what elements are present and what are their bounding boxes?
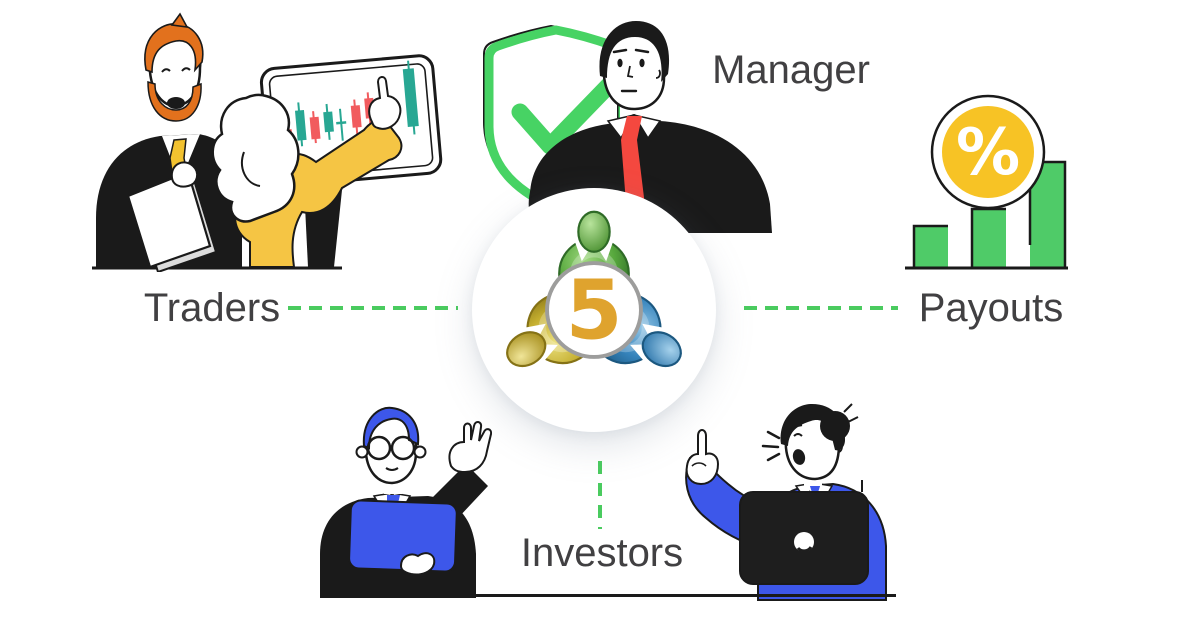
payouts-illustration: % bbox=[905, 94, 1068, 270]
investors-label: Investors bbox=[520, 531, 684, 575]
mt5-number: 5 bbox=[566, 264, 623, 359]
investor-left-figure bbox=[320, 406, 493, 598]
connector-traders-line bbox=[288, 306, 458, 310]
percent-symbol: % bbox=[956, 116, 1020, 190]
laptop-icon-black bbox=[739, 480, 869, 585]
mt5-logo-icon: 5 bbox=[506, 210, 682, 369]
traders-illustration bbox=[92, 12, 443, 272]
percent-coin-icon: % bbox=[930, 94, 1046, 210]
manager-label: Manager bbox=[712, 48, 870, 92]
speech-lines-icon bbox=[761, 430, 781, 462]
mt5-badge: 5 bbox=[472, 188, 716, 432]
glasses-icon bbox=[366, 435, 416, 461]
mt5-number-ring bbox=[545, 261, 643, 359]
traders-label: Traders bbox=[143, 286, 281, 330]
ground-line-investors bbox=[322, 594, 896, 597]
investor-right-illustration bbox=[685, 403, 887, 601]
investor-right-figure bbox=[685, 403, 887, 601]
connector-payouts-line bbox=[744, 306, 898, 310]
pointing-finger bbox=[685, 429, 720, 486]
connector-investors-line bbox=[598, 461, 602, 529]
trader-woman bbox=[211, 76, 403, 268]
trader-man bbox=[96, 12, 242, 272]
checkmark-icon bbox=[511, 73, 621, 155]
investor-left-illustration bbox=[320, 406, 493, 598]
payouts-label: Payouts bbox=[918, 286, 1064, 330]
